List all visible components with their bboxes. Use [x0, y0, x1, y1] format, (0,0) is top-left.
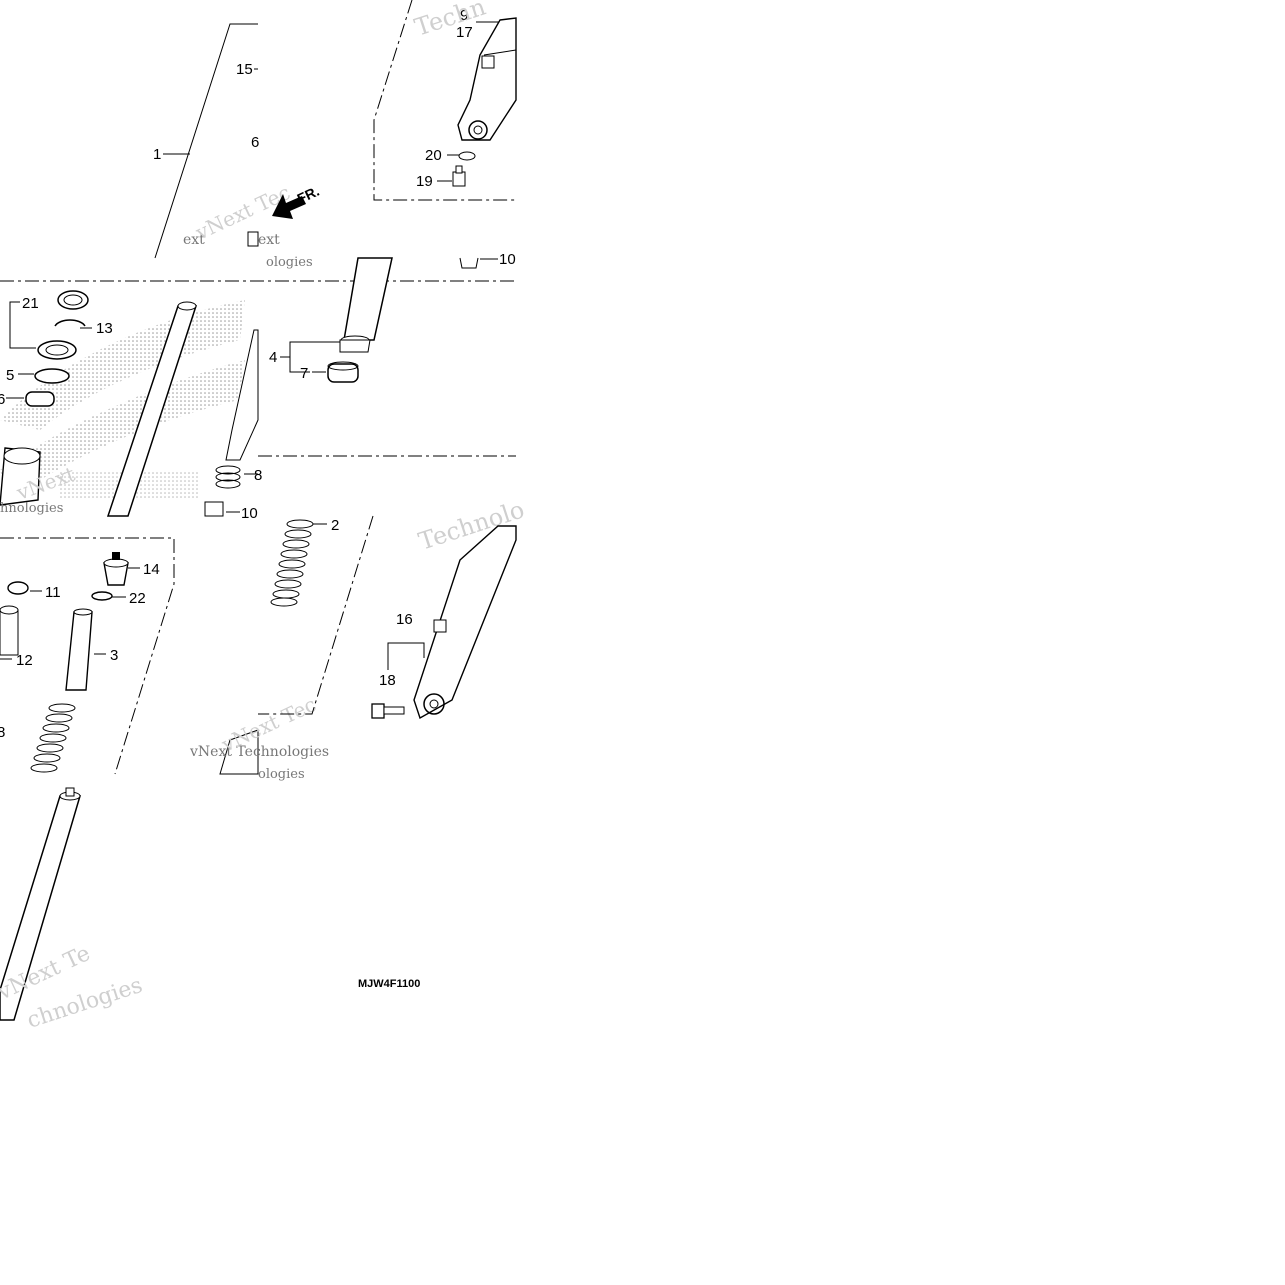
callout-15: 15 — [236, 61, 253, 78]
callout-22: 22 — [129, 590, 146, 607]
tile-upper-right: 9 17 Techn 20 19 FR. ext — [258, 0, 517, 248]
callout-6b: 6 — [0, 391, 5, 408]
callout-2: 2 — [331, 517, 339, 534]
callout-16: 16 — [396, 611, 413, 628]
tile-lower-right: 2 Technolo 16 18 ologies — [258, 495, 528, 782]
tile-middle-left: 21 13 5 6 8 10 hnologies vNext — [0, 290, 262, 522]
tile-bottom-left: vNext Te chnologies — [0, 787, 146, 1034]
callout-5: 5 — [6, 367, 14, 384]
callout-21: 21 — [22, 295, 39, 312]
callout-8b: 8 — [0, 724, 5, 741]
watermark-techn: Techn — [411, 0, 489, 42]
callout-19: 19 — [416, 173, 433, 190]
watermark-ologies-f: ologies — [258, 767, 305, 782]
callout-17: 17 — [456, 24, 473, 41]
callout-3: 3 — [110, 647, 118, 664]
watermark-ologies: ologies — [266, 255, 313, 270]
front-indicator-label: FR. — [295, 183, 322, 207]
callout-6: 6 — [251, 134, 259, 151]
callout-20: 20 — [425, 147, 442, 164]
watermark-vnext: ext — [183, 232, 205, 248]
callout-12: 12 — [16, 652, 33, 669]
callout-7: 7 — [300, 365, 308, 382]
tile-upper-left: 1 15 6 ext vNext Tec — [153, 23, 294, 259]
callout-14: 14 — [143, 561, 160, 578]
callout-1: 1 — [153, 146, 161, 163]
callout-10: 10 — [241, 505, 258, 522]
callout-18: 18 — [379, 672, 396, 689]
watermark-vnext-e: vNext Technologies — [189, 744, 329, 760]
tile-middle-right: 4 7 10 ologies — [258, 251, 516, 457]
callout-9: 9 — [460, 7, 468, 24]
watermark-hnologies: hnologies — [0, 501, 63, 516]
callout-4: 4 — [269, 349, 277, 366]
callout-11: 11 — [45, 584, 61, 601]
callout-8: 8 — [254, 467, 262, 484]
diagram-code: MJW4F1100 — [358, 978, 420, 990]
front-arrow-icon — [272, 194, 306, 219]
callout-13: 13 — [96, 320, 113, 337]
callout-10b: 10 — [499, 251, 516, 268]
watermark-te: ext — [258, 232, 280, 248]
